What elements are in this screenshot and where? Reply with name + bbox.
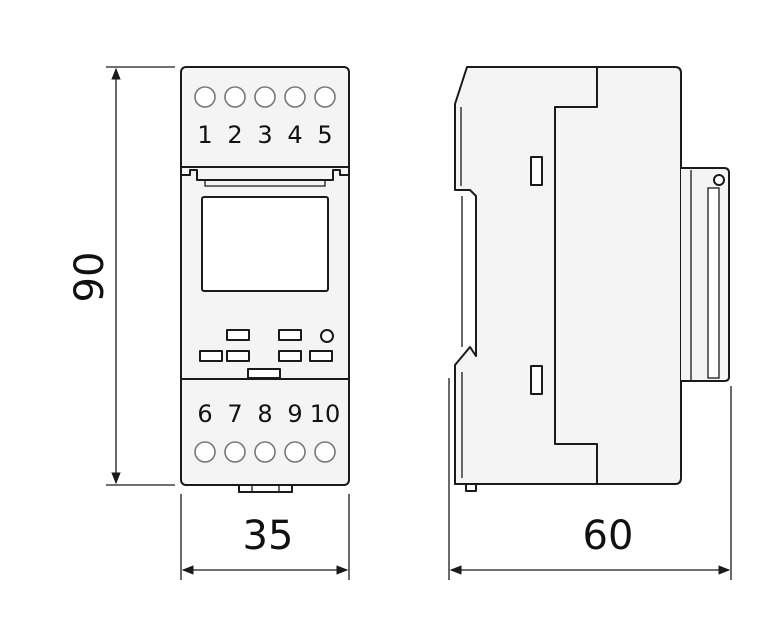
screw-terminal-2 bbox=[224, 86, 246, 108]
front-step bbox=[554, 66, 598, 485]
side-din-clip bbox=[465, 483, 477, 492]
cover-latch bbox=[247, 368, 281, 379]
terminal-label-1: 1 bbox=[197, 121, 212, 149]
led-indicator bbox=[320, 329, 334, 343]
screw-terminal-4 bbox=[284, 86, 306, 108]
depth-value: 60 bbox=[583, 513, 634, 559]
top-screw-terminals bbox=[194, 86, 336, 108]
screw-terminal-1 bbox=[194, 86, 216, 108]
terminal-label-3: 3 bbox=[257, 121, 272, 149]
height-dimension: 90 bbox=[67, 66, 175, 486]
top-terminal-labels: 1 2 3 4 5 bbox=[197, 121, 332, 149]
side-cover bbox=[680, 167, 730, 382]
cover-inner-edge bbox=[204, 180, 326, 187]
bottom-screw-terminals bbox=[194, 441, 336, 463]
screw-terminal-8 bbox=[254, 441, 276, 463]
side-cover-inner bbox=[707, 187, 720, 379]
lcd-display bbox=[201, 196, 329, 292]
side-slot-lower bbox=[530, 365, 543, 395]
button-lower-2 bbox=[226, 350, 250, 362]
screw-terminal-6 bbox=[194, 441, 216, 463]
button-upper-left bbox=[226, 329, 250, 341]
front-view: 1 2 3 4 5 6 7 8 9 10 bbox=[180, 66, 350, 493]
side-view bbox=[454, 66, 730, 492]
side-slot-upper bbox=[530, 156, 543, 186]
terminal-label-10: 10 bbox=[310, 400, 341, 428]
width-dimension: 35 bbox=[180, 494, 350, 580]
width-value: 35 bbox=[243, 513, 294, 559]
terminal-label-5: 5 bbox=[317, 121, 332, 149]
screw-terminal-5 bbox=[314, 86, 336, 108]
terminal-label-7: 7 bbox=[227, 400, 242, 428]
terminal-label-8: 8 bbox=[257, 400, 272, 428]
screw-terminal-9 bbox=[284, 441, 306, 463]
screw-terminal-3 bbox=[254, 86, 276, 108]
screw-terminal-10 bbox=[314, 441, 336, 463]
button-lower-1 bbox=[199, 350, 223, 362]
height-value: 90 bbox=[67, 252, 113, 303]
side-cover-hinge bbox=[713, 174, 725, 186]
side-body-outline bbox=[454, 66, 682, 485]
depth-dimension: 60 bbox=[448, 378, 732, 580]
din-clip-tab bbox=[238, 484, 293, 493]
terminal-label-6: 6 bbox=[197, 400, 212, 428]
screw-terminal-7 bbox=[224, 441, 246, 463]
bottom-terminal-labels: 6 7 8 9 10 bbox=[197, 400, 340, 428]
button-lower-4 bbox=[309, 350, 333, 362]
terminal-label-4: 4 bbox=[287, 121, 302, 149]
terminal-label-9: 9 bbox=[287, 400, 302, 428]
terminal-label-2: 2 bbox=[227, 121, 242, 149]
cover-top-edge bbox=[180, 169, 350, 181]
button-lower-3 bbox=[278, 350, 302, 362]
button-upper-right bbox=[278, 329, 302, 341]
